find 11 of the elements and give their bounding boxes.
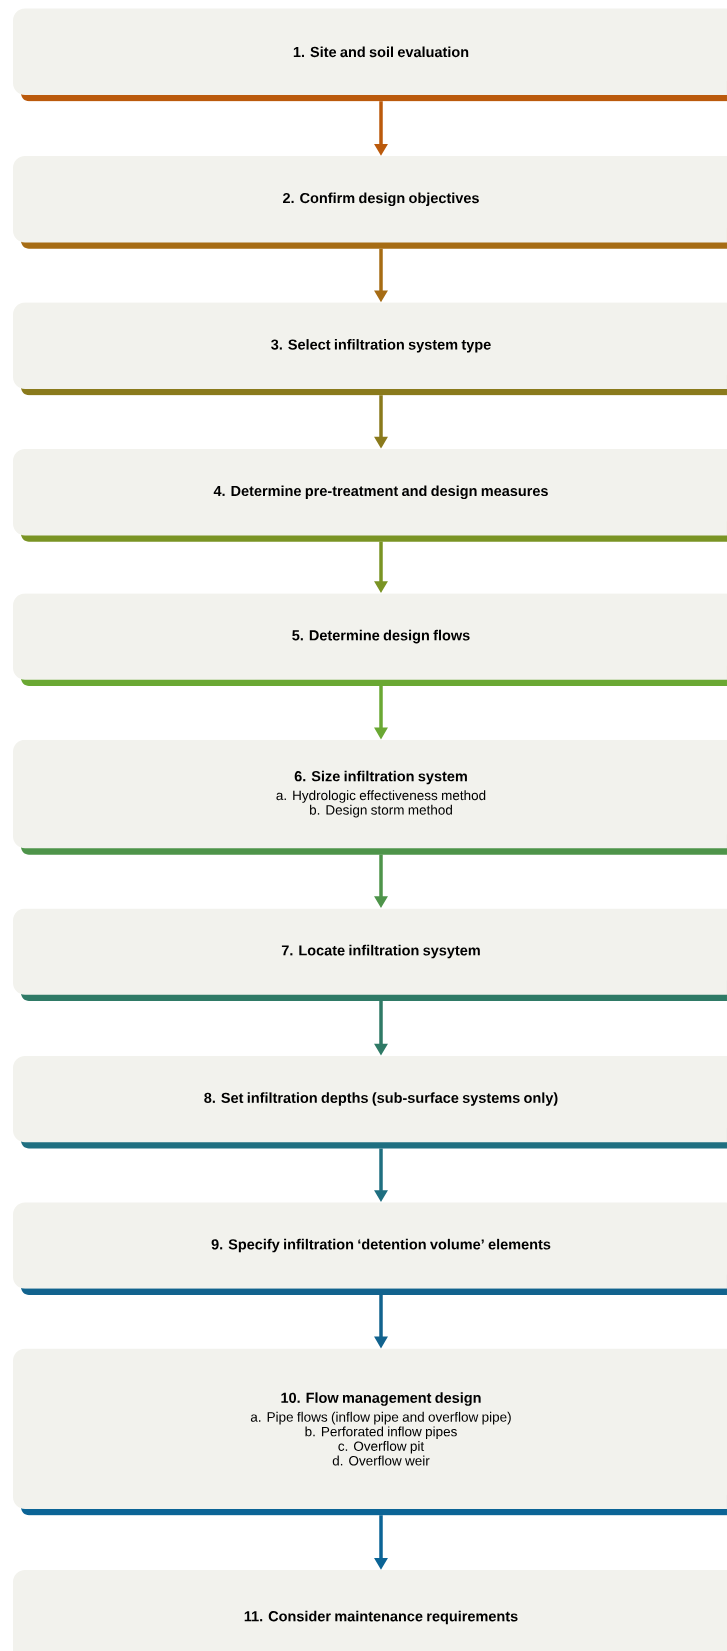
step-box: 2. Confirm design objectives xyxy=(13,156,727,249)
step-box: 9. Specify infiltration ‘detention volume’ elements xyxy=(13,1202,727,1296)
step-box: 6. Size infiltration system a. Hydrologic effectiveness method b. Design storm method xyxy=(13,739,727,855)
step-box: 7. Locate infiltration sysytem xyxy=(13,908,727,1002)
step-box: 10. Flow management design a. Pipe flows (inflow pipe and overflow pipe) b. Perforated inflow pipes c. Overflow pit d. Overflow weir xyxy=(13,1348,727,1516)
step-box: 4. Determine pre-treatment and design measures xyxy=(13,449,727,542)
step-box: 8. Set infiltration depths (sub-surface systems only) xyxy=(13,1055,727,1149)
step-box: 3. Select infiltration system type xyxy=(13,302,727,396)
step-box: 1. Site and soil evaluation xyxy=(13,8,727,102)
step-box: 5. Determine design flows xyxy=(13,593,727,687)
step-box: 11. Consider maintenance requirements xyxy=(13,1570,727,1651)
